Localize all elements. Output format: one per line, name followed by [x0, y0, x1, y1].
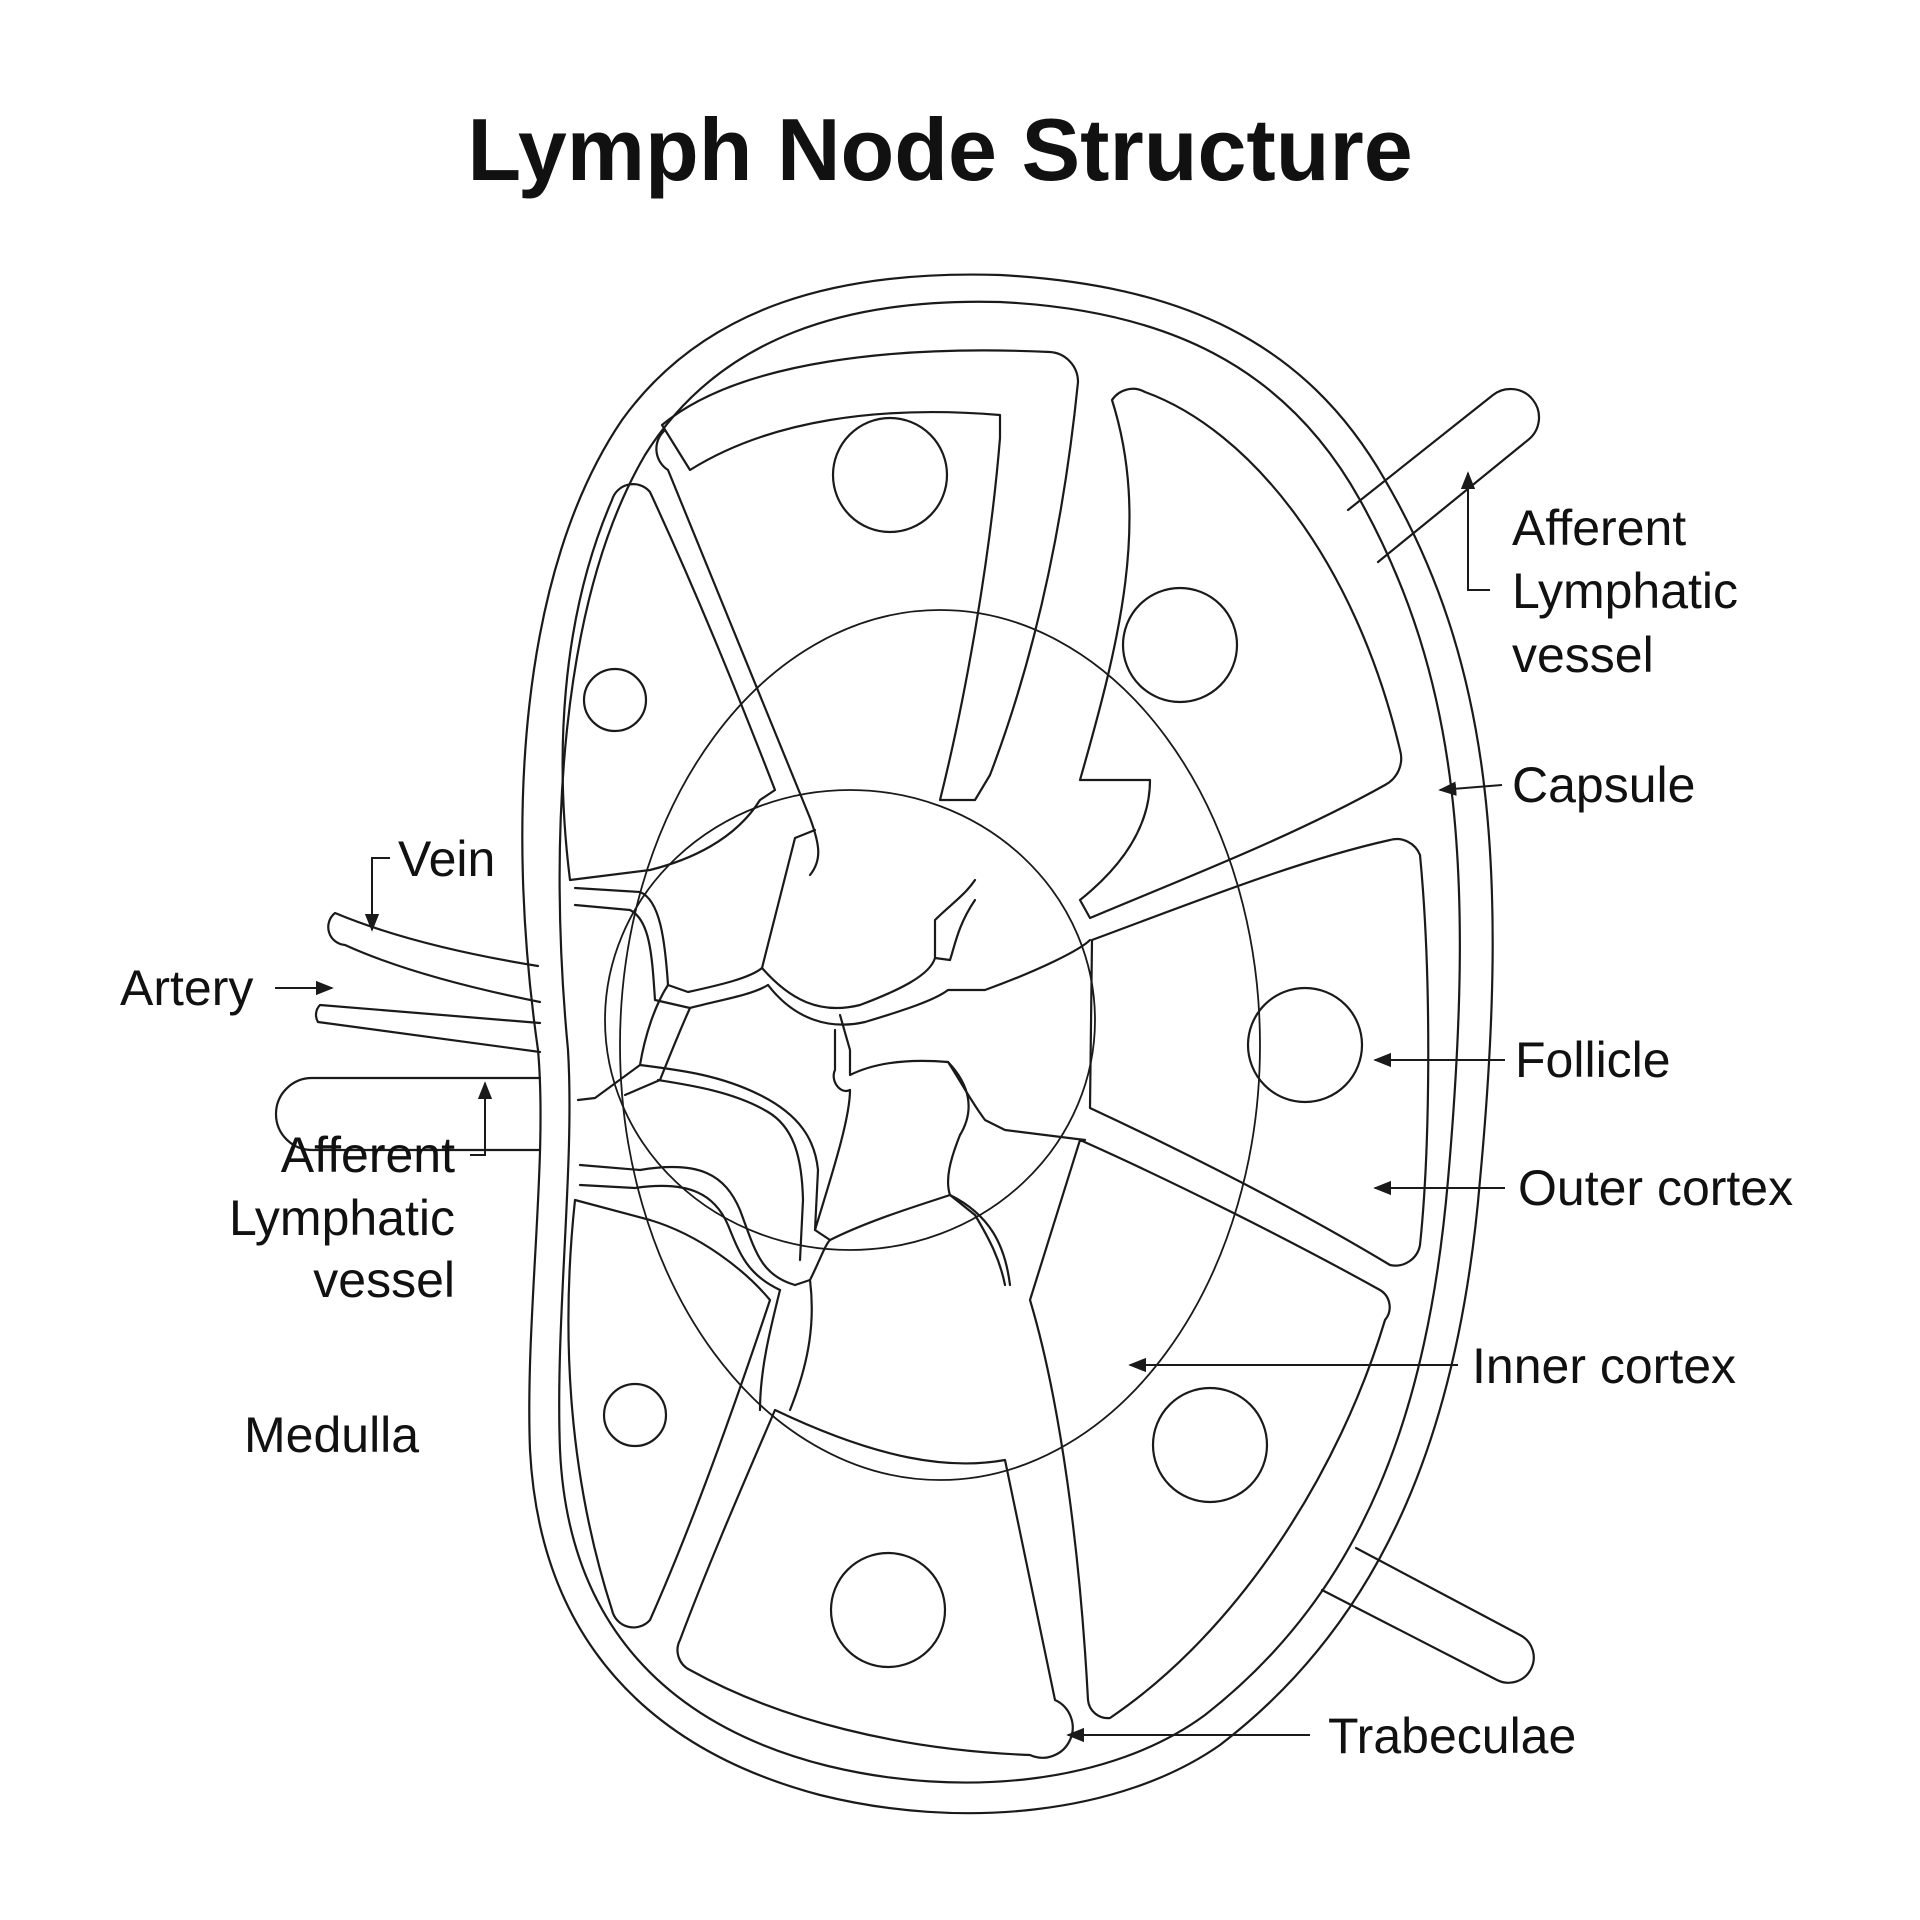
label-medulla: Medulla: [244, 1407, 419, 1463]
follicle-left: [582, 667, 648, 733]
capsule-outer: [521, 273, 1494, 1815]
compartment-upper-right: [1078, 387, 1403, 920]
afferent-right-leader: [1460, 471, 1490, 591]
compartment-lower-left: [567, 1198, 772, 1629]
lymphatic-vessel-left: [274, 1076, 542, 1152]
compartment-top: [660, 349, 1080, 802]
compartment-right: [1088, 838, 1430, 1267]
label-afferent-left-2: Lymphatic: [229, 1190, 455, 1246]
label-inner-cortex: Inner cortex: [1472, 1338, 1736, 1394]
capsule-inner: [558, 300, 1461, 1784]
label-outer-cortex: Outer cortex: [1518, 1160, 1793, 1216]
label-afferent-right-1: Afferent: [1512, 500, 1686, 556]
label-trabeculae: Trabeculae: [1328, 1708, 1576, 1764]
follicle-lower-right: [1151, 1386, 1269, 1504]
follicle-lower-left: [602, 1382, 668, 1448]
follicle-upper-right: [1121, 586, 1239, 704]
page-title: Lymph Node Structure: [467, 100, 1412, 199]
label-afferent-right-3: vessel: [1512, 627, 1654, 683]
inner-cortex-boundary: [619, 609, 1261, 1481]
label-afferent-right-2: Lymphatic: [1512, 563, 1738, 619]
vein-vessel: [327, 911, 542, 1004]
labels: Afferent Lymphatic vessel Capsule Follic…: [120, 500, 1793, 1764]
medulla-boundary: [604, 789, 1096, 1251]
efferent-vessel-right-top: [1346, 387, 1541, 564]
label-afferent-left-3: vessel: [313, 1252, 455, 1308]
follicle-top: [831, 416, 949, 534]
artery-vessel: [314, 1003, 542, 1054]
leader-lines: [275, 471, 1505, 1743]
follicle-bottom: [829, 1551, 947, 1669]
compartment-left: [561, 483, 777, 882]
vessel-right-bottom: [1320, 1546, 1535, 1684]
label-afferent-left-1: Afferent: [281, 1127, 455, 1183]
compartment-top-outline: [655, 428, 820, 877]
vein-leader: [364, 857, 390, 932]
capsule-leader: [1438, 781, 1503, 796]
label-follicle: Follicle: [1515, 1032, 1671, 1088]
follicle-right: [1246, 986, 1364, 1104]
label-artery: Artery: [120, 960, 253, 1016]
label-vein: Vein: [398, 831, 495, 887]
compartment-bottom: [676, 1408, 1074, 1759]
afferent-left-leader: [470, 1081, 493, 1156]
compartment-lower-right: [1028, 1138, 1391, 1720]
label-capsule: Capsule: [1512, 757, 1695, 813]
trabeculae-network: [573, 828, 1092, 1412]
follicles: [582, 416, 1364, 1669]
